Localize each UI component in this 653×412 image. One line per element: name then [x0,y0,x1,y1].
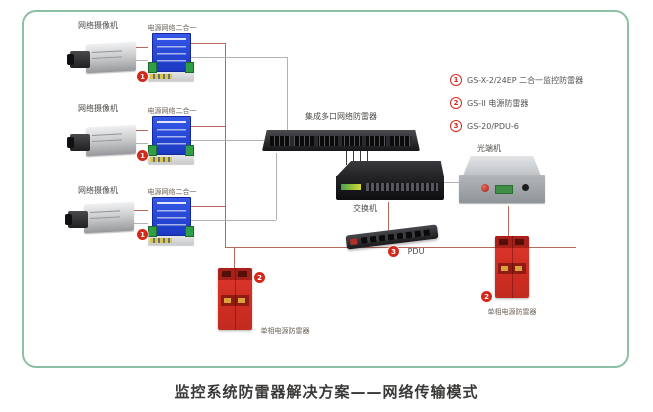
marker-combo: 1 [137,150,148,161]
wire-segment [276,153,277,220]
wire-segment [508,206,509,238]
combo-surge-protector [148,116,194,164]
rack-ports [270,136,412,146]
single-phase-spd [495,236,529,298]
camera-lens [67,51,90,68]
marker-combo: 1 [137,229,148,240]
switch-label: 交换机 [353,204,377,213]
diagram-border-frame [22,10,629,368]
spd-window [238,271,247,277]
wire-segment [360,151,361,165]
switch-front [336,176,444,200]
wire-segment [190,57,287,58]
wire-segment [120,210,148,211]
bnc-connector [522,184,529,191]
combo-terminal [148,145,157,156]
combo-surge-protector [148,33,194,81]
combo-terminal-strip [150,238,172,243]
network-switch [336,161,444,203]
switch-leds [341,184,361,190]
network-camera [67,40,138,78]
power-terminal [495,185,513,194]
legend-item-label: GS-20/PDU-6 [467,121,519,131]
single-phase-spd [218,268,252,330]
combo-terminal [148,62,157,73]
optical-front [459,175,545,203]
wire-segment [388,202,389,232]
combo-protector-label: 电源网络二合一 [147,188,197,196]
power-spd-label: 单相电源防雷器 [487,308,537,316]
marker-power-spd: 2 [481,291,492,302]
rack-label: 集成多口网络防雷器 [305,112,377,121]
marker-combo: 1 [137,71,148,82]
wire-segment [287,57,288,131]
spd-indicator [498,263,526,274]
optical-label: 光端机 [477,144,501,153]
spd-top [218,268,252,280]
combo-protector-label: 电源网络二合一 [147,107,197,115]
camera-label: 网络摄像机 [78,104,118,113]
spd-window [515,239,524,245]
wire-segment [225,43,226,247]
camera-lens [67,134,90,151]
combo-terminal [185,62,194,73]
camera-lens [65,211,88,228]
switch-top [336,161,444,177]
legend-item: 2 GS-II 电源防雷器 [450,97,583,109]
camera-body [86,124,136,157]
spd-split-line [512,236,513,298]
spd-window [499,239,508,245]
combo-surge-protector [148,197,194,245]
wire-segment [234,247,235,270]
legend-item: 1 GS-X-2/24EP 二合一监控防雷器 [450,74,583,86]
wire-segment [346,151,347,165]
wire-segment [190,220,276,221]
wire-segment [190,126,225,127]
wire-segment [225,247,576,248]
network-camera [65,200,136,238]
network-camera [67,123,138,161]
fiber-connector [481,184,489,192]
wire-segment [190,206,225,207]
combo-terminal [148,226,157,237]
wire-segment [120,223,148,224]
combo-blue-module [152,197,191,236]
switch-ports [366,183,438,191]
diagram-title: 监控系统防雷器解决方案——网络传输模式 [174,383,479,401]
marker-power-spd: 2 [254,272,265,283]
combo-terminal-strip [150,157,172,162]
combo-blue-module [152,116,191,155]
wire-segment [190,140,264,141]
wire-segment [444,182,461,183]
wire-segment [353,151,354,165]
legend-number-icon: 3 [450,120,462,132]
wire-segment [190,43,225,44]
wire-segment [367,151,368,165]
multiport-network-spd [262,130,420,151]
legend-item: 3 GS-20/PDU-6 [450,120,583,132]
spd-split-line [235,268,236,330]
optical-top [463,156,541,176]
camera-label: 网络摄像机 [78,186,118,195]
combo-terminal [185,145,194,156]
combo-protector-label: 电源网络二合一 [147,24,197,32]
combo-terminal-strip [150,74,172,79]
legend-item-label: GS-II 电源防雷器 [467,98,529,108]
spd-window [222,271,231,277]
camera-body [84,201,134,234]
combo-terminal [185,226,194,237]
legend: 1 GS-X-2/24EP 二合一监控防雷器 2 GS-II 电源防雷器 3 G… [450,74,583,143]
optical-transceiver [459,156,545,208]
spd-indicator [221,295,249,306]
camera-label: 网络摄像机 [78,21,118,30]
marker-pdu: 3 [388,246,399,257]
legend-item-label: GS-X-2/24EP 二合一监控防雷器 [467,75,584,85]
camera-body [86,41,136,74]
spd-top [495,236,529,248]
legend-number-icon: 1 [450,74,462,86]
power-spd-label: 单相电源防雷器 [260,327,310,335]
legend-number-icon: 2 [450,97,462,109]
pdu-label: PDU [407,247,425,256]
combo-blue-module [152,33,191,72]
